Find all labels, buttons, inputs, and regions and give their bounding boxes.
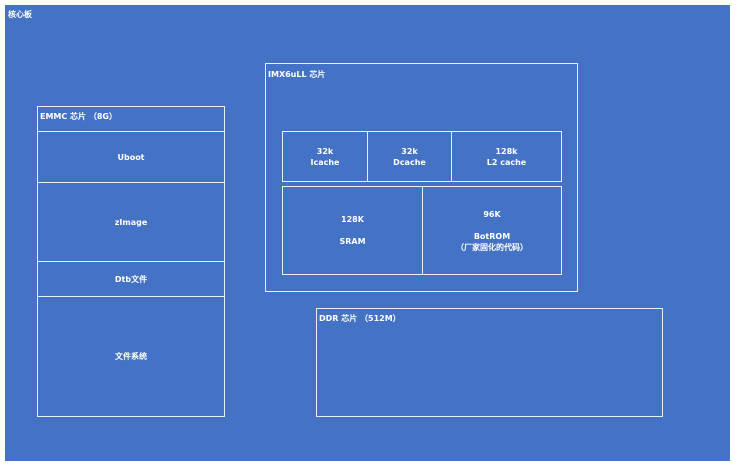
- imx-sram: 128K SRAM: [282, 186, 423, 275]
- cache-name: Dcache: [393, 157, 426, 167]
- emmc-section-filesystem: 文件系统: [37, 296, 225, 417]
- emmc-section-zimage: zImage: [37, 182, 225, 262]
- cache-size: 128k: [495, 146, 518, 156]
- cache-size: 32k: [316, 146, 334, 156]
- emmc-section-uboot: Uboot: [37, 131, 225, 183]
- imx-icache: 32k Icache: [282, 131, 368, 182]
- emmc-title: EMMC 芯片 （8G）: [40, 112, 117, 121]
- imx-dcache: 32k Dcache: [367, 131, 452, 182]
- bootrom-note: （厂家固化的代码）: [456, 242, 528, 252]
- emmc-section-dtb: Dtb文件: [37, 261, 225, 297]
- imx-l2-cache: 128k L2 cache: [451, 131, 562, 182]
- bootrom-size: 96K: [483, 209, 501, 219]
- emmc-section-label: Uboot: [117, 152, 145, 162]
- ddr-chip: DDR 芯片 （512M）: [316, 308, 663, 417]
- emmc-section-label: 文件系统: [115, 352, 147, 361]
- imx-chip: IMX6uLL 芯片: [265, 63, 578, 292]
- sram-name: SRAM: [339, 237, 366, 246]
- imx-title: IMX6uLL 芯片: [268, 70, 326, 79]
- imx-bootrom: 96K BotROM （厂家固化的代码）: [422, 186, 562, 275]
- emmc-section-label: Dtb文件: [114, 274, 148, 284]
- core-board: 核心板 EMMC 芯片 （8G） Uboot zImage Dtb文件 文件系统…: [5, 5, 730, 461]
- bootrom-name: BotROM: [473, 231, 511, 241]
- board-title: 核心板: [8, 10, 32, 19]
- sram-size: 128K: [341, 215, 364, 224]
- cache-size: 32k: [401, 146, 418, 156]
- ddr-title: DDR 芯片 （512M）: [319, 314, 401, 323]
- emmc-section-label: zImage: [114, 217, 148, 227]
- cache-name: Icache: [310, 157, 340, 167]
- cache-name: L2 cache: [486, 157, 527, 167]
